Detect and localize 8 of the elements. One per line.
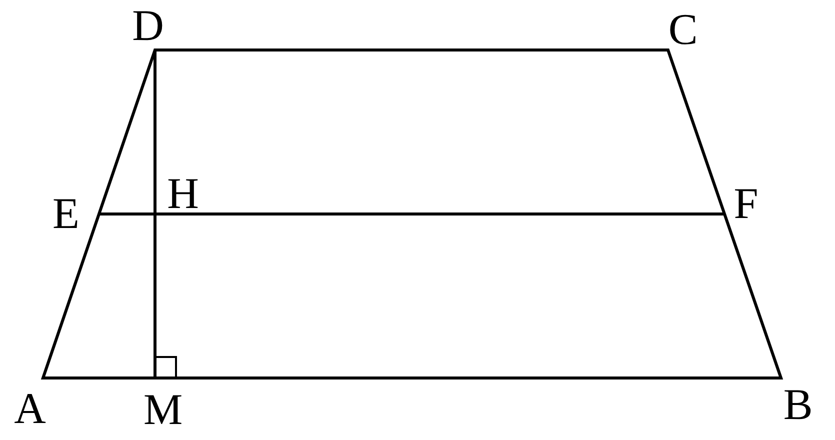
point-label: F — [734, 182, 758, 226]
point-label: M — [143, 388, 183, 432]
point-label: C — [668, 8, 698, 52]
point-label: A — [14, 387, 46, 431]
point-label: H — [167, 172, 199, 216]
point-label: D — [132, 4, 164, 48]
point-label: B — [783, 383, 813, 427]
point-label: E — [52, 192, 80, 236]
